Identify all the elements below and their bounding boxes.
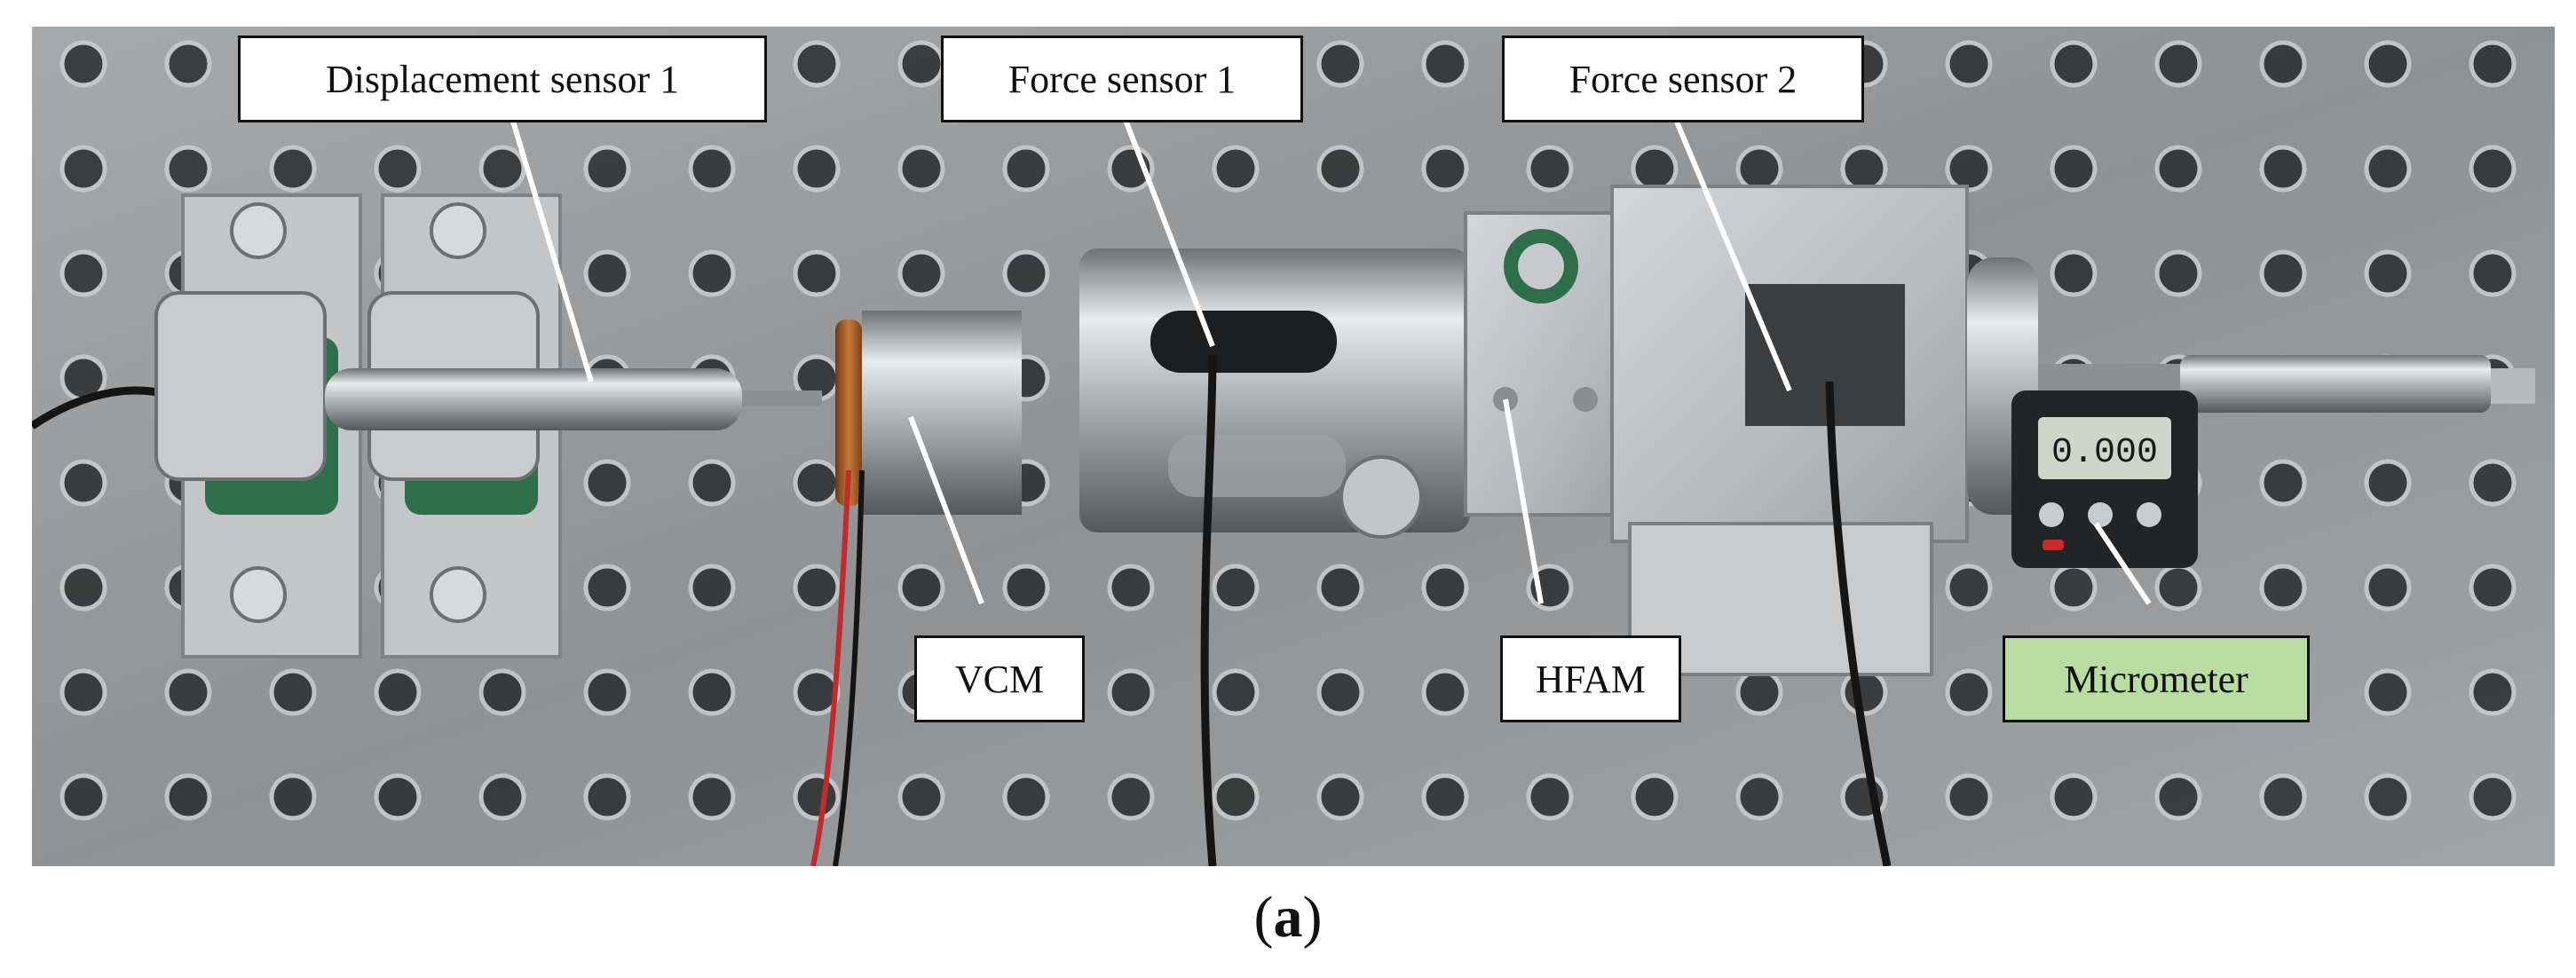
force-sensor-1-cable <box>1200 354 1217 866</box>
micrometer-display: 0.000 <box>2051 433 2158 473</box>
caption-open-paren: ( <box>1253 885 1274 950</box>
displacement-sensor-probe <box>325 368 742 430</box>
force-sensor-2-frame <box>1610 185 2038 676</box>
caption-close-paren: ) <box>1302 885 1323 950</box>
main-housing <box>1079 248 1470 539</box>
label-force-sensor-2: Force sensor 2 <box>1502 35 1864 122</box>
figure-caption: (a) <box>0 884 2576 951</box>
vcm-black-wire <box>833 469 865 866</box>
label-force-sensor-1: Force sensor 1 <box>941 35 1303 122</box>
leader-lines <box>509 114 2152 605</box>
label-hfam: HFAM <box>1500 635 1681 722</box>
label-vcm: VCM <box>914 635 1085 722</box>
experimental-setup-photo: 0.000 <box>32 27 2555 866</box>
voice-coil-motor <box>835 311 1022 515</box>
label-displacement-sensor-1: Displacement sensor 1 <box>238 35 767 122</box>
micrometer-head: 0.000 <box>2011 355 2535 568</box>
force-sensor-2-cable <box>1825 381 1892 866</box>
label-micrometer: Micrometer <box>2003 635 2310 722</box>
vcm-red-wire <box>810 469 851 866</box>
caption-letter: a <box>1273 885 1303 950</box>
